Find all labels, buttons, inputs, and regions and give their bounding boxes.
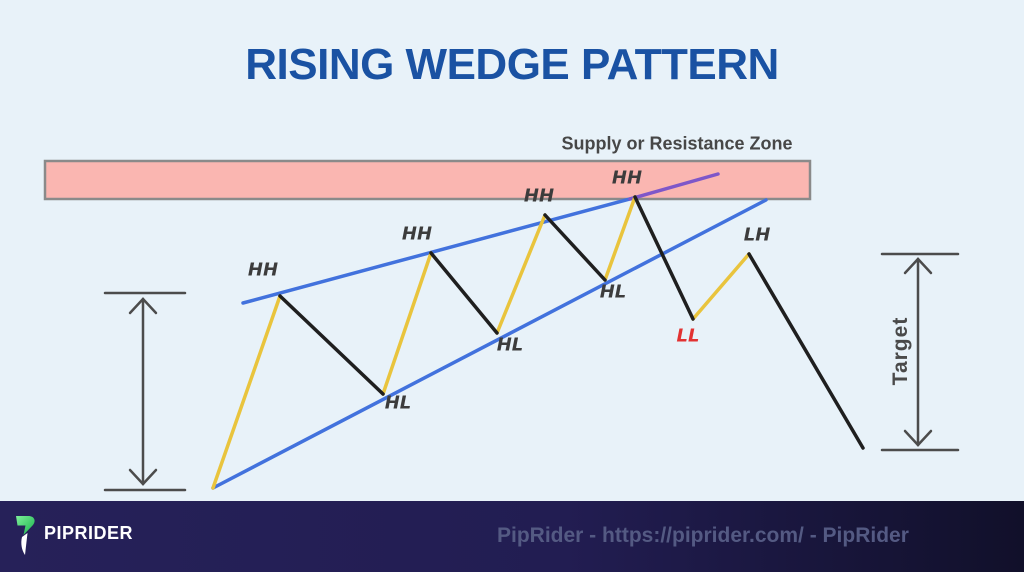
piprider-logo-icon: [16, 516, 35, 555]
footer-bar: PIPRIDER PipRider - https://piprider.com…: [0, 501, 1024, 572]
point-label-hh: HH: [611, 167, 643, 189]
price-up-legs: [211, 195, 751, 490]
lower-trendline: [211, 198, 768, 490]
point-label-hl: HL: [599, 281, 627, 303]
point-label-ll: LL: [676, 325, 700, 347]
upper-trendline: [241, 195, 639, 305]
point-label-hh: HH: [523, 185, 555, 207]
price-down-legs: [278, 195, 865, 450]
point-label-hh: HH: [247, 259, 279, 281]
point-label-lh: LH: [743, 224, 771, 246]
supply-zone-band: [43, 159, 812, 201]
piprider-logo: PIPRIDER: [13, 515, 133, 557]
point-label-hl: HL: [384, 392, 412, 414]
point-label-hl: HL: [496, 334, 524, 356]
supply-zone-label: Supply or Resistance Zone: [561, 133, 793, 154]
breakout-line: [628, 172, 720, 201]
target-arrow: [880, 252, 960, 452]
target-label: Target: [889, 316, 912, 386]
wedge-height-arrow: [103, 291, 187, 492]
point-label-hh: HH: [401, 223, 433, 245]
piprider-logo-text: PIPRIDER: [44, 522, 134, 543]
footer-credit: PipRider - https://piprider.com/ - PipRi…: [497, 523, 909, 547]
page-title: RISING WEDGE PATTERN: [245, 40, 779, 89]
